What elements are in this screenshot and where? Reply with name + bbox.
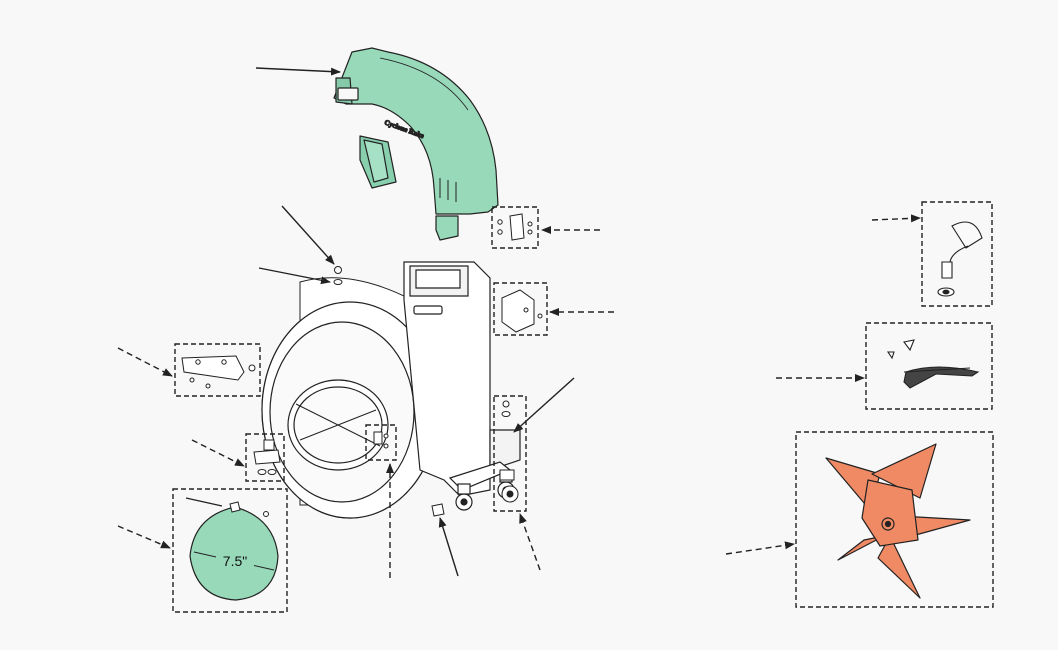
chute-latch-hardware-box <box>491 206 539 249</box>
small-knob <box>333 266 343 285</box>
cover-plate-dimension: 7.5" <box>223 553 247 569</box>
leader-frame <box>513 377 575 433</box>
blower-housing <box>261 277 439 519</box>
frame-tower <box>403 261 521 511</box>
leader-cover-plate <box>117 525 171 549</box>
impeller-blade-box <box>795 431 994 608</box>
leader-hinge-bracket <box>117 347 173 377</box>
latch-clip-hardware-box <box>245 433 285 482</box>
intake-flange-hardware <box>373 431 389 449</box>
chute-latch-hardware <box>497 213 533 241</box>
intake-flange-hardware-box <box>365 424 397 461</box>
discharge-chute: Cyclone Rake <box>333 47 499 241</box>
leader-impeller <box>725 541 795 555</box>
caster-hardware-box <box>493 395 527 512</box>
leader-pivot <box>871 214 921 223</box>
hinge-bracket-hardware-box <box>174 343 261 397</box>
safety-glasses-box <box>865 322 993 410</box>
leader-chute-top <box>255 67 341 76</box>
pivot-ball-joint <box>937 221 983 297</box>
leader-knob-washer <box>258 267 331 285</box>
leader-knob <box>281 205 335 265</box>
impeller-blade <box>825 443 971 599</box>
pivot-ball-joint-box <box>921 201 993 307</box>
frame-bracket-hardware-box <box>493 282 548 336</box>
frame-bracket-hardware <box>501 289 543 333</box>
cover-plate: 7.5" <box>185 497 279 601</box>
leader-foot-pad <box>438 517 459 577</box>
cover-plate-box <box>172 488 288 613</box>
caster-hardware <box>499 400 519 503</box>
leader-latch-clip <box>191 439 245 467</box>
leader-caster <box>519 513 541 571</box>
safety-glasses-and-earplugs <box>886 339 980 389</box>
latch-clip-hardware <box>253 439 281 475</box>
hinge-bracket-hardware <box>181 355 256 389</box>
foot-pad <box>431 503 445 517</box>
